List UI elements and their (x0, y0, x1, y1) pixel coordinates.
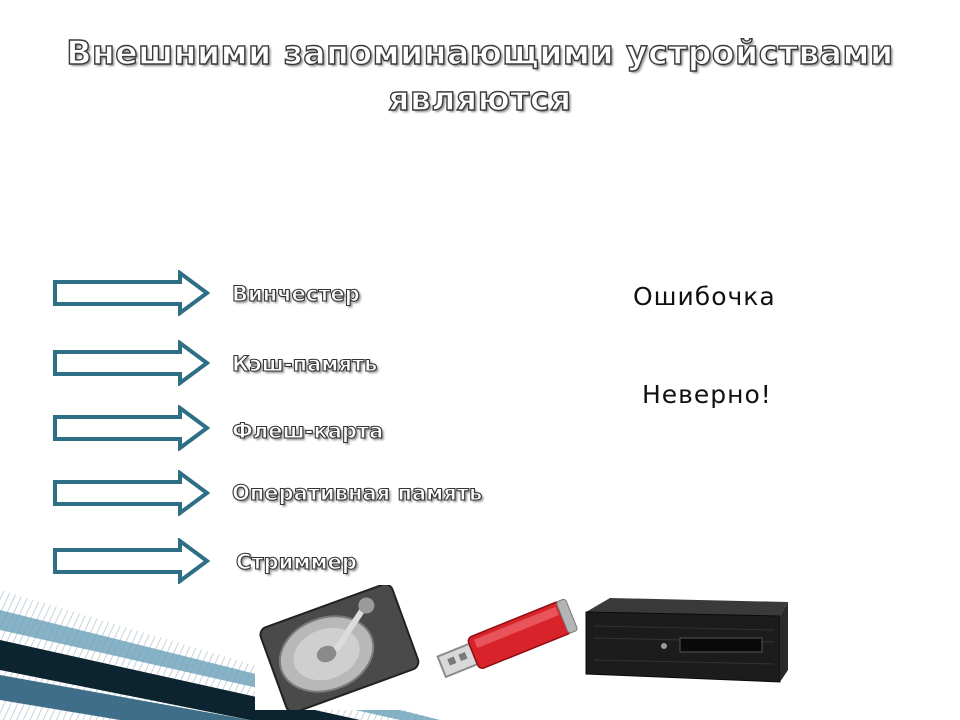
feedback-wrong-message: Неверно! (642, 380, 772, 409)
option-ram[interactable]: Оперативная память (231, 480, 483, 505)
tape-streamer-icon (580, 590, 790, 690)
arrow-icon[interactable] (52, 538, 210, 584)
slide-title-line-1: Внешними запоминающими устройствами (66, 32, 894, 72)
option-hard-drive[interactable]: Винчестер (231, 281, 360, 306)
feedback-error-message: Ошибочка (633, 282, 776, 311)
slide-title: Внешними запоминающими устройствами явля… (40, 30, 920, 122)
arrow-icon[interactable] (52, 470, 210, 516)
usb-flash-drive-icon (428, 588, 580, 680)
option-flash-card[interactable]: Флеш-карта (231, 418, 384, 443)
arrow-icon[interactable] (52, 340, 210, 386)
slide-title-line-2: являются (388, 78, 572, 118)
option-streamer[interactable]: Стриммер (235, 549, 357, 574)
arrow-icon[interactable] (52, 270, 210, 316)
hard-drive-icon (255, 585, 425, 710)
arrow-icon[interactable] (52, 405, 210, 451)
option-cache-memory[interactable]: Кэш-память (231, 351, 378, 376)
